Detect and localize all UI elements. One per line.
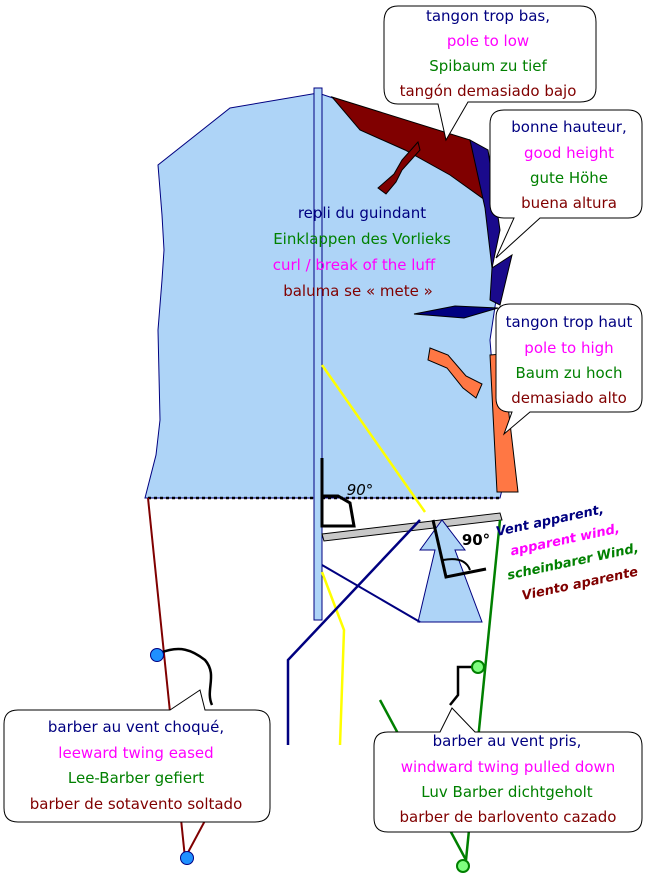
callout-good-height-bubble	[489, 109, 643, 259]
pole-too-low-line-de: Spibaum zu tief	[429, 57, 547, 75]
pole-too-high-line-de: Baum zu hoch	[516, 364, 623, 382]
maroon-flow-arrow	[377, 140, 421, 195]
yellow-sheet-upper	[320, 364, 427, 513]
leeward-clew-ring	[180, 851, 194, 865]
luff-curl-line-es: baluma se « mete »	[283, 282, 433, 300]
leeward-twing-line-es: barber de sotavento soltado	[30, 795, 243, 813]
pole-too-high-line-es: demasiado alto	[511, 389, 627, 407]
windward-twing-line-de: Luv Barber dichtgeholt	[421, 783, 593, 801]
apparent-wind-labels: Vent apparent, apparent wind, scheinbare…	[495, 502, 640, 604]
good-height-line-fr: bonne hauteur,	[511, 118, 626, 136]
callout-leeward-twing-bubble	[3, 689, 271, 823]
wind-right-angle-marker	[431, 519, 487, 579]
luff-curl-line-de: Einklappen des Vorlieks	[273, 230, 451, 248]
luff-curl-line-en: curl / break of the luff	[273, 256, 436, 274]
luff-good-height-zone	[469, 139, 501, 269]
windward-twing-line-en: windward twing pulled down	[401, 758, 616, 776]
leeward-twing-ring	[150, 648, 164, 662]
wind-angle-arc	[442, 558, 471, 571]
callout-windward-twing-bubble	[373, 707, 643, 833]
navy-guy	[286, 519, 421, 745]
good-height-line-en: good height	[524, 144, 614, 162]
black-line-apparent	[321, 564, 421, 623]
leeward-twing-line-de: Lee-Barber gefiert	[68, 769, 204, 787]
luff-good-height-zone-lower	[489, 253, 513, 306]
pole-too-low-line-fr: tangon trop bas,	[426, 7, 550, 25]
windward-clew-ring	[456, 859, 470, 873]
pole-too-low-line-en: pole to low	[447, 32, 529, 50]
pole-too-high-line-en: pole to high	[524, 339, 613, 357]
pole-too-high-line-fr: tangon trop haut	[506, 313, 633, 331]
callout-pole-too-low-bubble	[383, 5, 597, 142]
yellow-sheet-lower	[320, 571, 346, 746]
apparent-wind-arrow	[417, 519, 483, 623]
leeward-twing-line	[159, 647, 214, 706]
good-height-line-de: gute Höhe	[530, 169, 608, 187]
mast-right-angle-marker	[320, 458, 356, 528]
navy-flow-arrow	[413, 305, 499, 319]
good-height-line-es: buena altura	[521, 194, 617, 212]
leeward-twing-line-en: leeward twing eased	[58, 744, 213, 762]
windward-twing-line-es: barber de barlovento cazado	[400, 808, 617, 826]
orange-flow-arrow	[427, 347, 483, 399]
callout-pole-too-high-bubble	[495, 303, 643, 436]
windward-twing-line	[449, 665, 477, 706]
luff-curl-line-fr: repli du guindant	[298, 204, 426, 222]
wind-angle-label: 90°	[462, 531, 490, 549]
windward-twing-ring	[471, 660, 485, 674]
mast-angle-label: 90°	[347, 481, 374, 499]
mast	[313, 87, 323, 621]
leeward-twing-line-fr: barber au vent choqué,	[48, 718, 224, 736]
pole-too-low-line-es: tangón demasiado bajo	[400, 82, 577, 100]
windward-twing-line-fr: barber au vent pris,	[433, 732, 582, 750]
